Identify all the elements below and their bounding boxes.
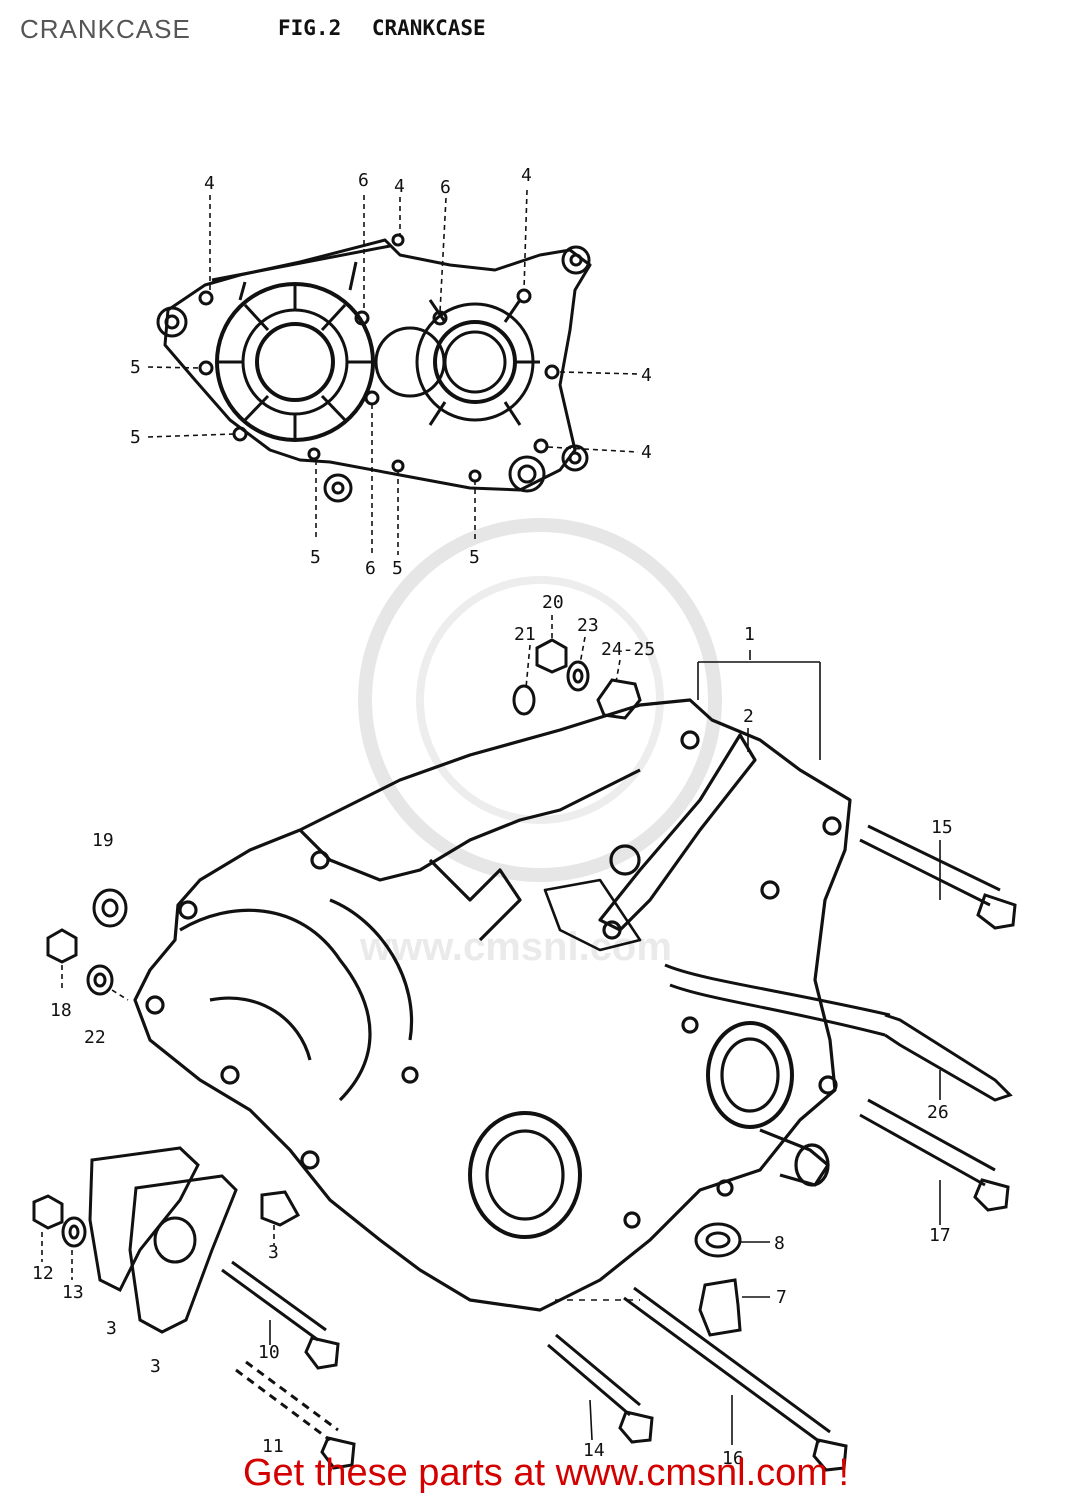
callout-1: 1 [744, 624, 755, 645]
callout-labels: 4 6 4 6 4 5 5 4 4 5 6 5 5 20 21 23 24-25… [32, 165, 953, 1469]
callout-4: 4 [394, 176, 405, 197]
crankcase-assembly [133, 698, 852, 1312]
page-label: CRANKCASE [20, 14, 191, 44]
callout-15: 15 [931, 817, 953, 838]
callout-12: 12 [32, 1263, 54, 1284]
figure-name: CRANKCASE [371, 16, 486, 40]
callout-4: 4 [641, 365, 652, 386]
callout-4: 4 [641, 442, 652, 463]
watermark-logo: www.cmsnl.com [358, 518, 722, 969]
figure-number: FIG.2 [278, 16, 342, 40]
callout-3: 3 [150, 1356, 161, 1377]
callout-3: 3 [106, 1318, 117, 1339]
small-parts [32, 638, 642, 1334]
watermark-text: www.cmsnl.com [359, 925, 672, 969]
callout-24-25: 24-25 [601, 639, 655, 660]
callout-5: 5 [310, 547, 321, 568]
callout-3: 3 [268, 1242, 279, 1263]
callout-2: 2 [743, 706, 754, 727]
callout-13: 13 [62, 1282, 84, 1303]
callout-10: 10 [258, 1342, 280, 1363]
callout-6: 6 [365, 558, 376, 579]
callout-16: 16 [722, 1448, 744, 1469]
figure-title: FIG.2 CRANKCASE [278, 16, 504, 40]
callout-7: 7 [776, 1287, 787, 1308]
callout-5: 5 [469, 547, 480, 568]
crankcase-half-top-view [156, 233, 592, 503]
top-view-leader-lines [147, 189, 639, 555]
breather-hose [664, 963, 1013, 1102]
assembly-leader-lines [41, 615, 941, 1445]
callout-14: 14 [583, 1440, 605, 1461]
bolts [221, 824, 1017, 1472]
callout-20: 20 [542, 592, 564, 613]
callout-6: 6 [440, 177, 451, 198]
buy-parts-banner[interactable]: Get these parts at www.cmsnl.com ! [242, 1452, 850, 1494]
callout-5: 5 [392, 558, 403, 579]
callout-26: 26 [927, 1102, 949, 1123]
callout-18: 18 [50, 1000, 72, 1021]
callout-19: 19 [92, 830, 114, 851]
callout-21: 21 [514, 624, 536, 645]
callout-5: 5 [130, 357, 141, 378]
callout-11: 11 [262, 1436, 284, 1457]
callout-17: 17 [929, 1225, 951, 1246]
callout-4: 4 [521, 165, 532, 186]
callout-5: 5 [130, 427, 141, 448]
callout-8: 8 [774, 1233, 785, 1254]
callout-23: 23 [577, 615, 599, 636]
callout-4: 4 [204, 173, 215, 194]
callout-22: 22 [84, 1027, 106, 1048]
callout-6: 6 [358, 170, 369, 191]
